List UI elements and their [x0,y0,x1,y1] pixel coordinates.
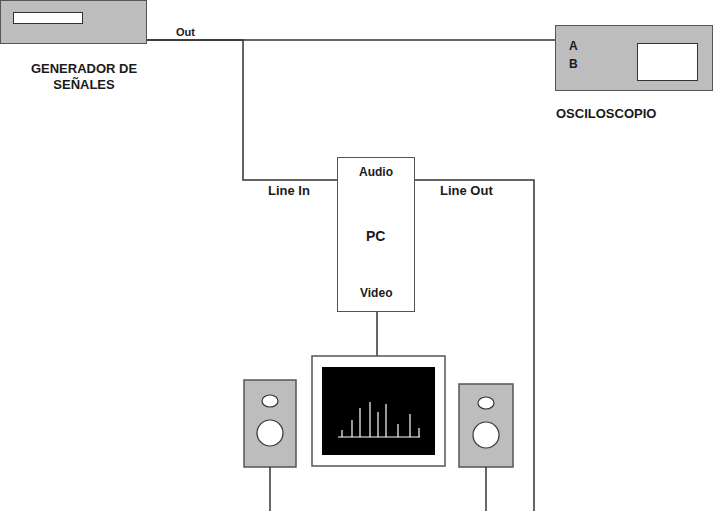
generator-display [13,12,83,24]
port-label: Line In [268,183,310,198]
oscilloscope: OSCILOSCOPIO [555,25,713,91]
box-text: Video [360,286,392,300]
device-label: GENERADOR DE SEÑALES [9,61,159,93]
port-label: Line Out [440,183,493,198]
port-label: Out [176,26,195,38]
box-text: Audio [359,165,393,179]
box-text: PC [366,228,385,244]
device-label: OSCILOSCOPIO [556,106,656,121]
signal-cable [147,40,337,180]
channel-label: A [569,39,578,53]
speaker [244,380,296,511]
video-cable [376,312,378,356]
channel-label: B [569,57,578,71]
pc-box: AudioPC Video [337,157,415,312]
monitor [312,356,445,466]
oscilloscope-screen [637,43,698,81]
speaker [459,384,513,511]
signal-generator: GENERADOR DE SEÑALES [0,0,147,44]
